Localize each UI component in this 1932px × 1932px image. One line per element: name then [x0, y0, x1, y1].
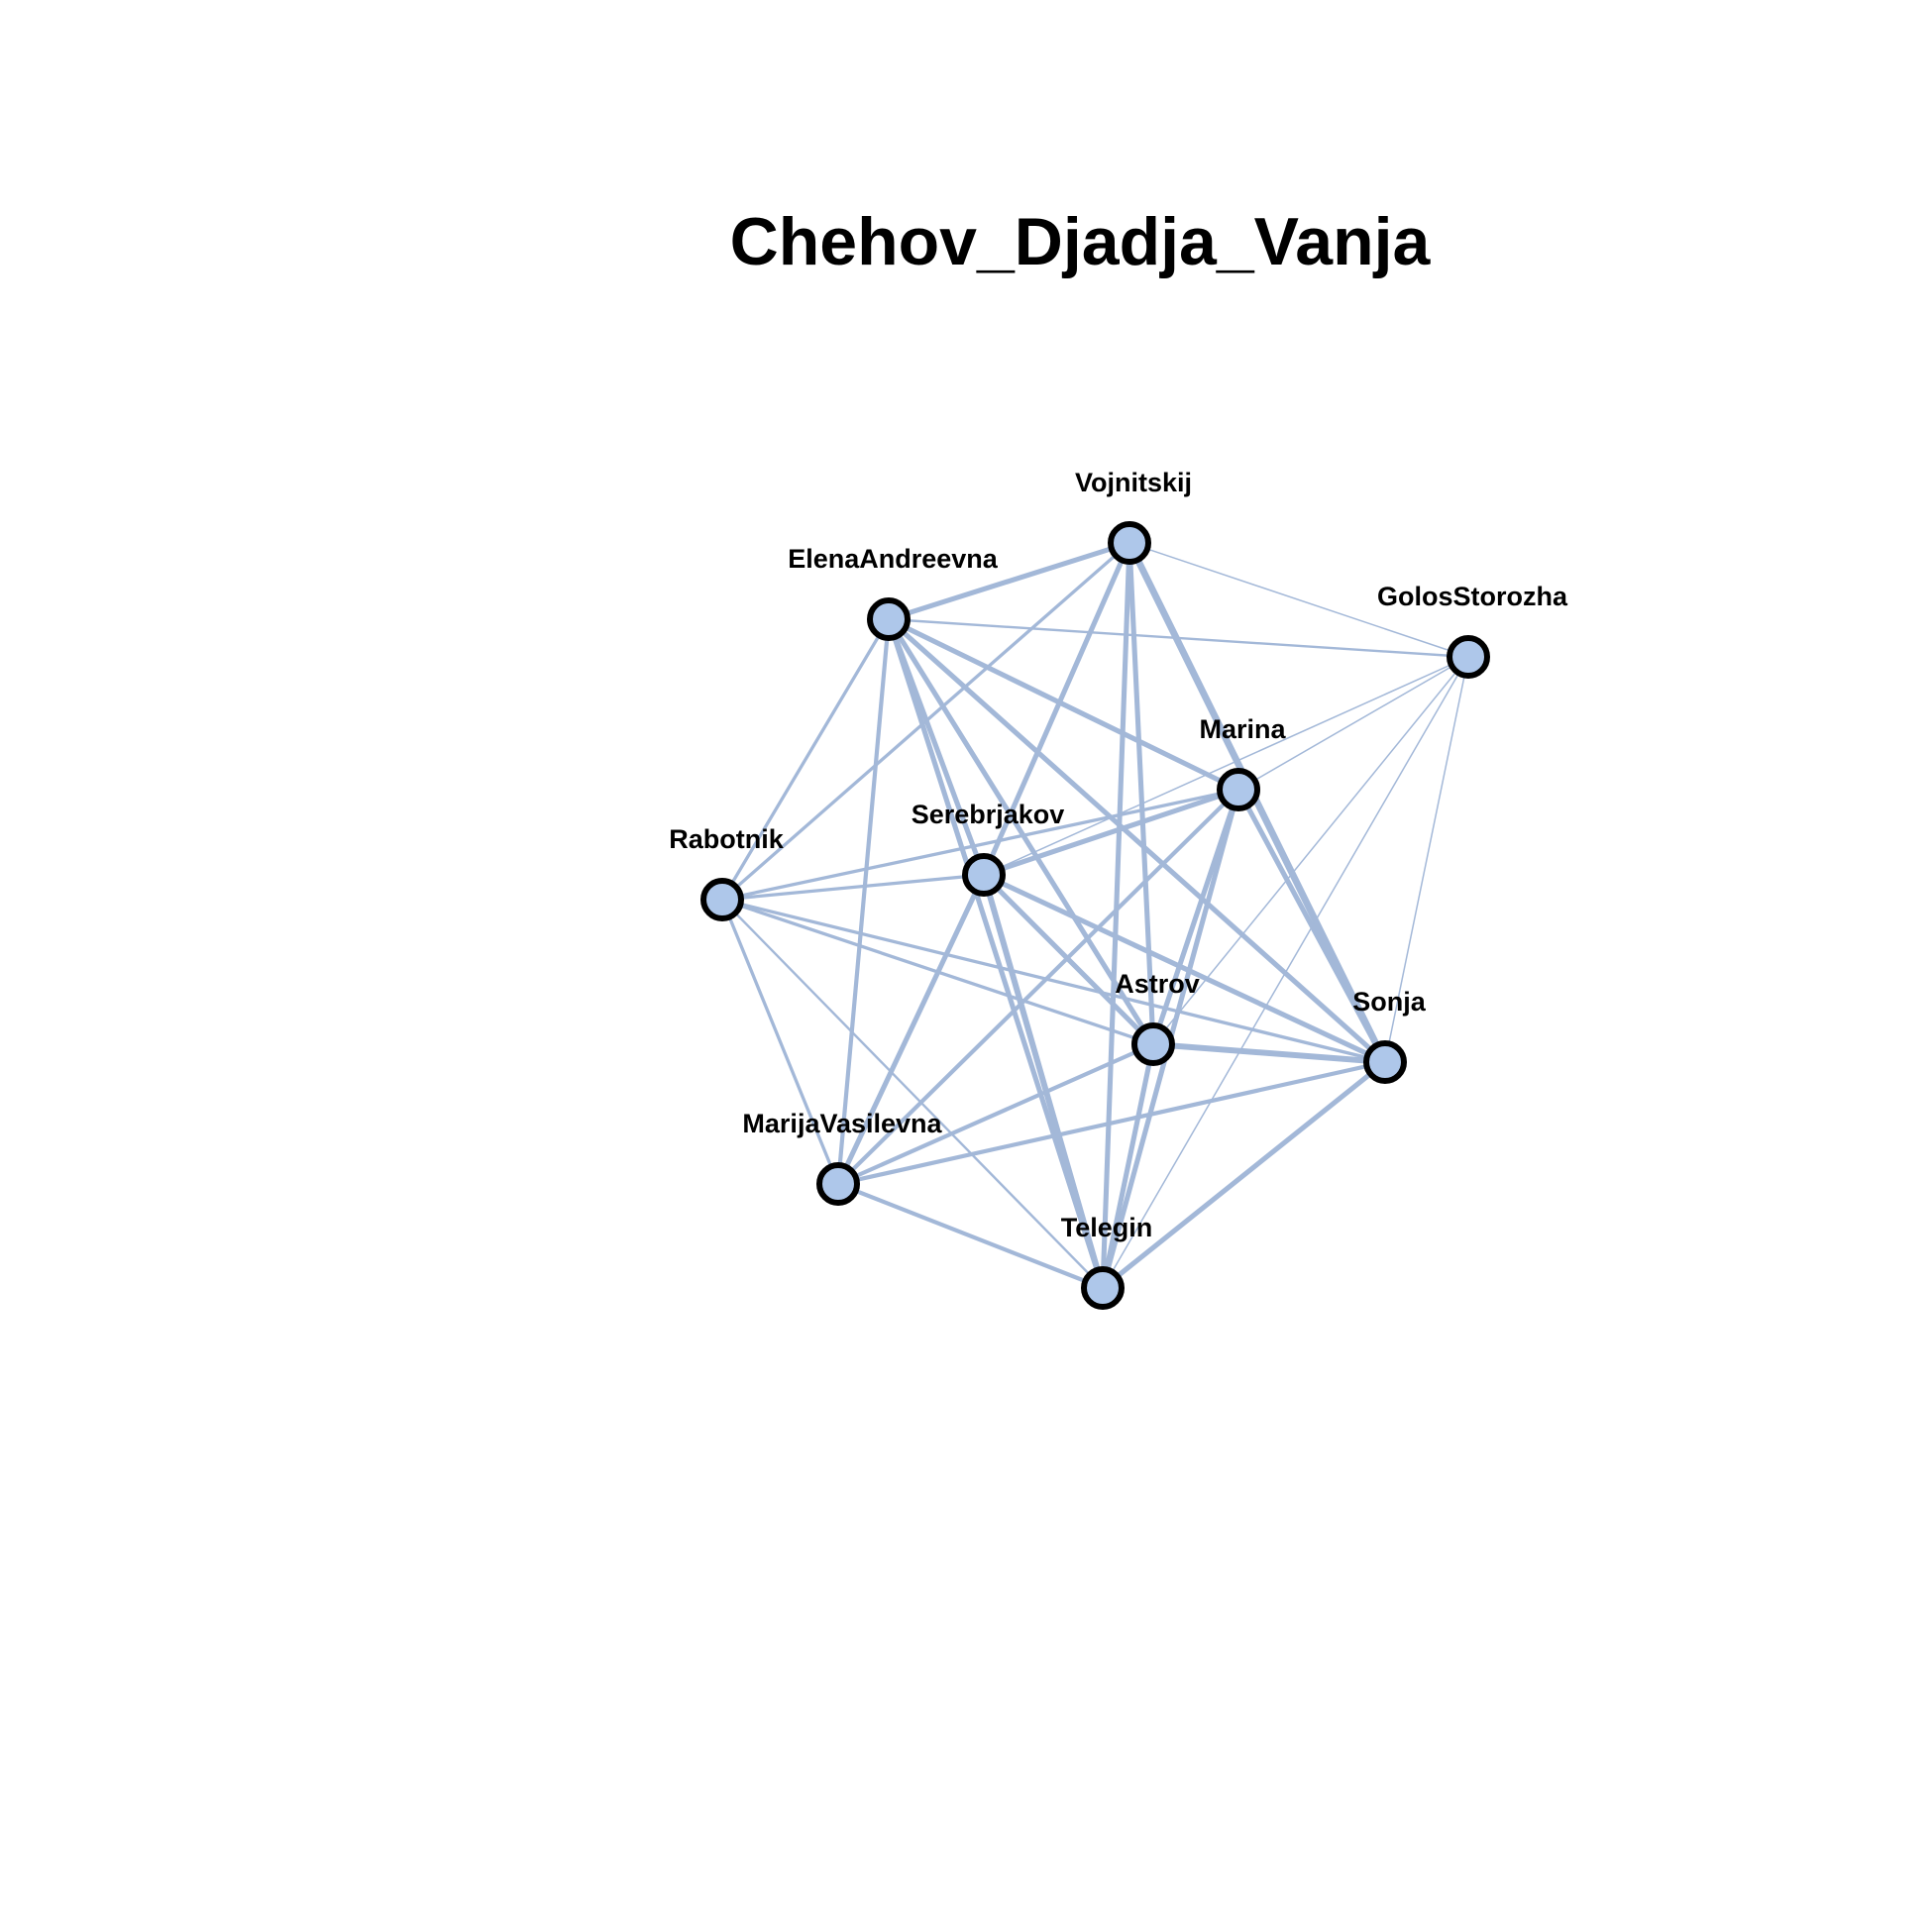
node-circle	[1363, 1040, 1407, 1084]
edge-ElenaAndreevna-Marina	[886, 616, 1241, 793]
edge-Serebrjakov-Telegin	[981, 872, 1106, 1291]
node-label: MarijaVasilevna	[742, 1109, 942, 1138]
node-GolosStorozha: GolosStorozha	[1377, 582, 1568, 679]
edge-Vojnitskij-GolosStorozha	[1128, 542, 1469, 658]
node-circle	[1217, 768, 1260, 811]
edge-ElenaAndreevna-Telegin	[886, 616, 1106, 1291]
edge-Rabotnik-Sonja	[720, 898, 1387, 1064]
edge-Marina-Sonja	[1235, 787, 1388, 1065]
edge-Vojnitskij-Astrov	[1127, 540, 1156, 1047]
page-title: Chehov_Djadja_Vanja	[729, 204, 1431, 279]
edge-Serebrjakov-Rabotnik	[720, 873, 986, 902]
edge-GolosStorozha-Sonja	[1384, 656, 1469, 1063]
edge-ElenaAndreevna-Astrov	[886, 616, 1156, 1047]
node-circle	[1131, 1022, 1175, 1066]
node-circle	[1108, 521, 1151, 565]
node-label: Astrov	[1115, 969, 1200, 999]
edge-Vojnitskij-Serebrjakov	[981, 540, 1132, 878]
edge-GolosStorozha-Serebrjakov	[983, 656, 1469, 876]
edge-ElenaAndreevna-Sonja	[886, 616, 1388, 1065]
node-MarijaVasilevna: MarijaVasilevna	[742, 1109, 943, 1206]
edge-Vojnitskij-Telegin	[1100, 540, 1132, 1291]
node-circle	[816, 1162, 860, 1206]
edge-ElenaAndreevna-Rabotnik	[720, 617, 891, 902]
edge-Marina-Serebrjakov	[981, 787, 1241, 878]
edge-Sonja-MarijaVasilevna	[835, 1059, 1388, 1187]
node-label: Sonja	[1352, 987, 1426, 1017]
node-circle	[700, 878, 744, 921]
node-label: Telegin	[1061, 1213, 1153, 1242]
edge-Vojnitskij-Sonja	[1126, 539, 1389, 1066]
edge-Marina-MarijaVasilevna	[835, 787, 1241, 1187]
node-ElenaAndreevna: ElenaAndreevna	[788, 544, 999, 641]
node-label: GolosStorozha	[1377, 582, 1568, 611]
edge-Rabotnik-Astrov	[720, 898, 1155, 1046]
node-label: Marina	[1199, 714, 1286, 744]
edge-Astrov-MarijaVasilevna	[835, 1041, 1156, 1187]
edge-MarijaVasilevna-Telegin	[835, 1181, 1106, 1291]
node-circle	[962, 853, 1006, 897]
edge-ElenaAndreevna-GolosStorozha	[887, 617, 1470, 659]
edge-Astrov-Telegin	[1100, 1041, 1156, 1291]
node-label: Rabotnik	[669, 824, 784, 854]
edge-GolosStorozha-Telegin	[1102, 656, 1469, 1289]
edge-Rabotnik-Telegin	[720, 898, 1105, 1290]
node-label: Serebrjakov	[912, 800, 1065, 829]
node-Astrov: Astrov	[1115, 969, 1200, 1066]
node-Rabotnik: Rabotnik	[669, 824, 785, 921]
node-Marina: Marina	[1199, 714, 1286, 811]
edge-Serebrjakov-Sonja	[981, 872, 1388, 1065]
edge-Sonja-Telegin	[1100, 1059, 1388, 1291]
nodes-layer: VojnitskijElenaAndreevnaGolosStorozhaMar…	[669, 468, 1568, 1310]
node-Sonja: Sonja	[1352, 987, 1427, 1084]
edges-layer	[720, 539, 1470, 1291]
edge-Marina-Astrov	[1150, 787, 1241, 1047]
edge-Vojnitskij-ElenaAndreevna	[886, 540, 1132, 622]
node-circle	[867, 597, 911, 641]
edge-Serebrjakov-MarijaVasilevna	[835, 872, 987, 1187]
edge-Marina-Rabotnik	[720, 788, 1240, 902]
edge-ElenaAndreevna-MarijaVasilevna	[835, 616, 892, 1187]
node-label: ElenaAndreevna	[788, 544, 999, 574]
node-circle	[1447, 635, 1490, 679]
edge-Rabotnik-MarijaVasilevna	[720, 898, 840, 1186]
edge-GolosStorozha-Marina	[1237, 656, 1469, 791]
node-label: Vojnitskij	[1075, 468, 1192, 497]
node-circle	[1081, 1266, 1125, 1310]
edge-Serebrjakov-Astrov	[981, 872, 1156, 1047]
node-Serebrjakov: Serebrjakov	[912, 800, 1065, 897]
edge-Astrov-Sonja	[1150, 1041, 1388, 1065]
node-Vojnitskij: Vojnitskij	[1075, 468, 1192, 565]
node-Telegin: Telegin	[1061, 1213, 1153, 1310]
